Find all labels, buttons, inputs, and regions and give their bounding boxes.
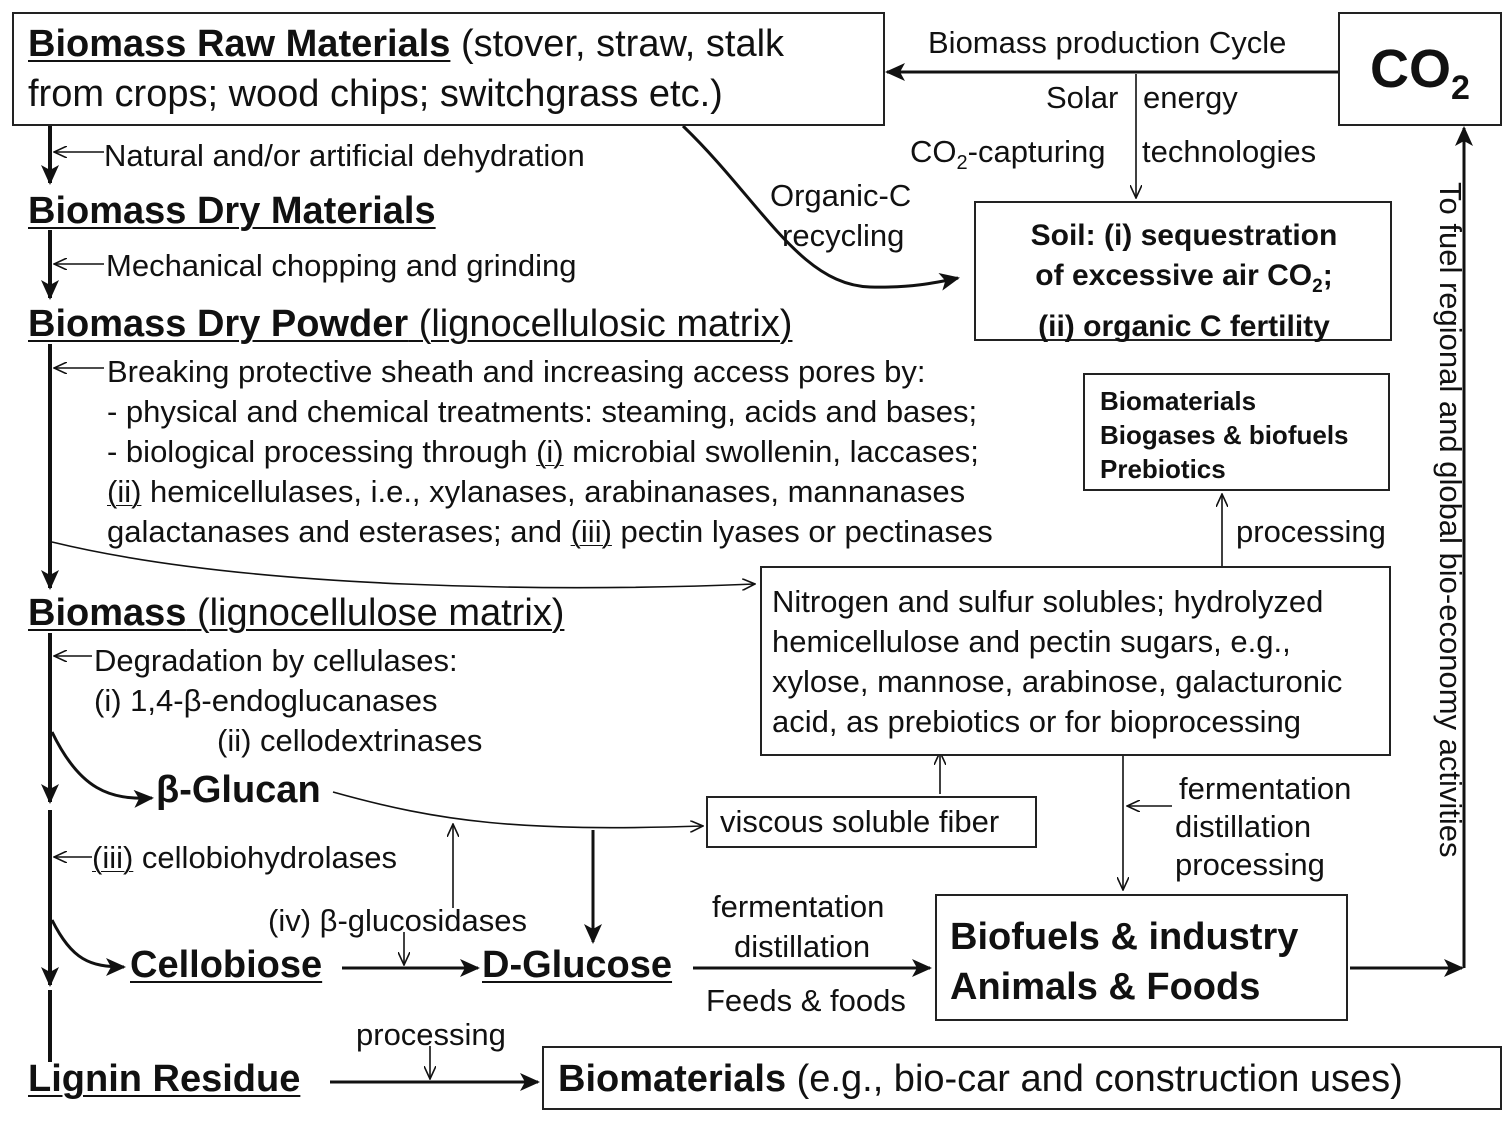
processing-top-label: processing (1236, 514, 1386, 549)
co2-label: CO2 (1370, 39, 1470, 107)
raw-materials-box (12, 12, 885, 126)
soil-box (974, 201, 1392, 341)
biofuels-text: Biofuels & industry Animals & Foods (950, 916, 1299, 1008)
solar-label: Solar (1046, 80, 1119, 115)
cellobiose-label: Cellobiose (130, 944, 323, 986)
processing-bottom-label: processing (356, 1017, 506, 1052)
degradation-line3: (ii) cellodextrinases (217, 723, 483, 758)
biomaterials-bottom-label: Biomaterials (e.g., bio-car and construc… (558, 1058, 1403, 1100)
vertical-label: To fuel regional and global bio-economy … (1433, 182, 1468, 858)
degradation-line1: Degradation by cellulases: (94, 643, 458, 678)
feeds-label: Feeds & foods (706, 983, 906, 1018)
lignin-label: Lignin Residue (28, 1058, 301, 1100)
organic-c-label: Organic-C recycling (770, 178, 912, 253)
dehydration-label: Natural and/or artificial dehydration (104, 138, 585, 173)
dry-materials-label: Biomass Dry Materials (28, 190, 436, 232)
co2-box (1338, 12, 1502, 126)
biomaterials-bottom-box (542, 1046, 1502, 1110)
technologies-label: technologies (1142, 134, 1317, 169)
breaking-text: Breaking protective sheath and increasin… (107, 354, 993, 549)
energy-label: energy (1143, 80, 1238, 115)
dglucose-label: D-Glucose (482, 944, 673, 986)
cycle-label: Biomass production Cycle (928, 25, 1287, 60)
raw-materials-line1: Biomass Raw Materials (stover, straw, st… (28, 23, 785, 65)
viscous-fiber-box (706, 796, 1037, 848)
fermentation-mid-text: fermentation distillation (712, 889, 885, 964)
solubles-text: Nitrogen and sulfur solubles; hydrolyzed… (772, 584, 1343, 739)
biomass-label: Biomass (lignocellulose matrix) (28, 592, 565, 634)
branch-to-cellobiose (50, 919, 126, 976)
degradation-line2: (i) 1,4-β-endoglucanases (94, 683, 438, 718)
chopping-label: Mechanical chopping and grinding (106, 248, 577, 283)
biofuels-box (935, 894, 1348, 1021)
glucan-to-viscous (332, 791, 703, 828)
branch-to-beta-glucan (50, 731, 154, 808)
solubles-box (760, 566, 1391, 756)
soil-text: Soil: (i) sequestration of excessive air… (1030, 219, 1338, 343)
dry-powder-label: Biomass Dry Powder (lignocellulosic matr… (28, 303, 793, 345)
glucosidases-label: (iv) β-glucosidases (268, 903, 528, 938)
viscous-fiber-label: viscous soluble fiber (720, 804, 1000, 839)
raw-materials-line2: from crops; wood chips; switchgrass etc.… (28, 73, 723, 115)
fermentation-right-text: fermentation distillation processing (1175, 771, 1352, 882)
biomaterials-products-box (1083, 373, 1390, 491)
cellobiohydrolases-label: (iii) cellobiohydrolases (92, 840, 397, 875)
beta-glucan-label: β-Glucan (156, 769, 321, 811)
co2-capturing-label: CO2-capturing (910, 134, 1106, 175)
biomaterials-products-text: Biomaterials Biogases & biofuels Prebiot… (1100, 386, 1349, 484)
curve-to-solubles (51, 541, 755, 588)
organic-recycling-curve (681, 124, 960, 291)
